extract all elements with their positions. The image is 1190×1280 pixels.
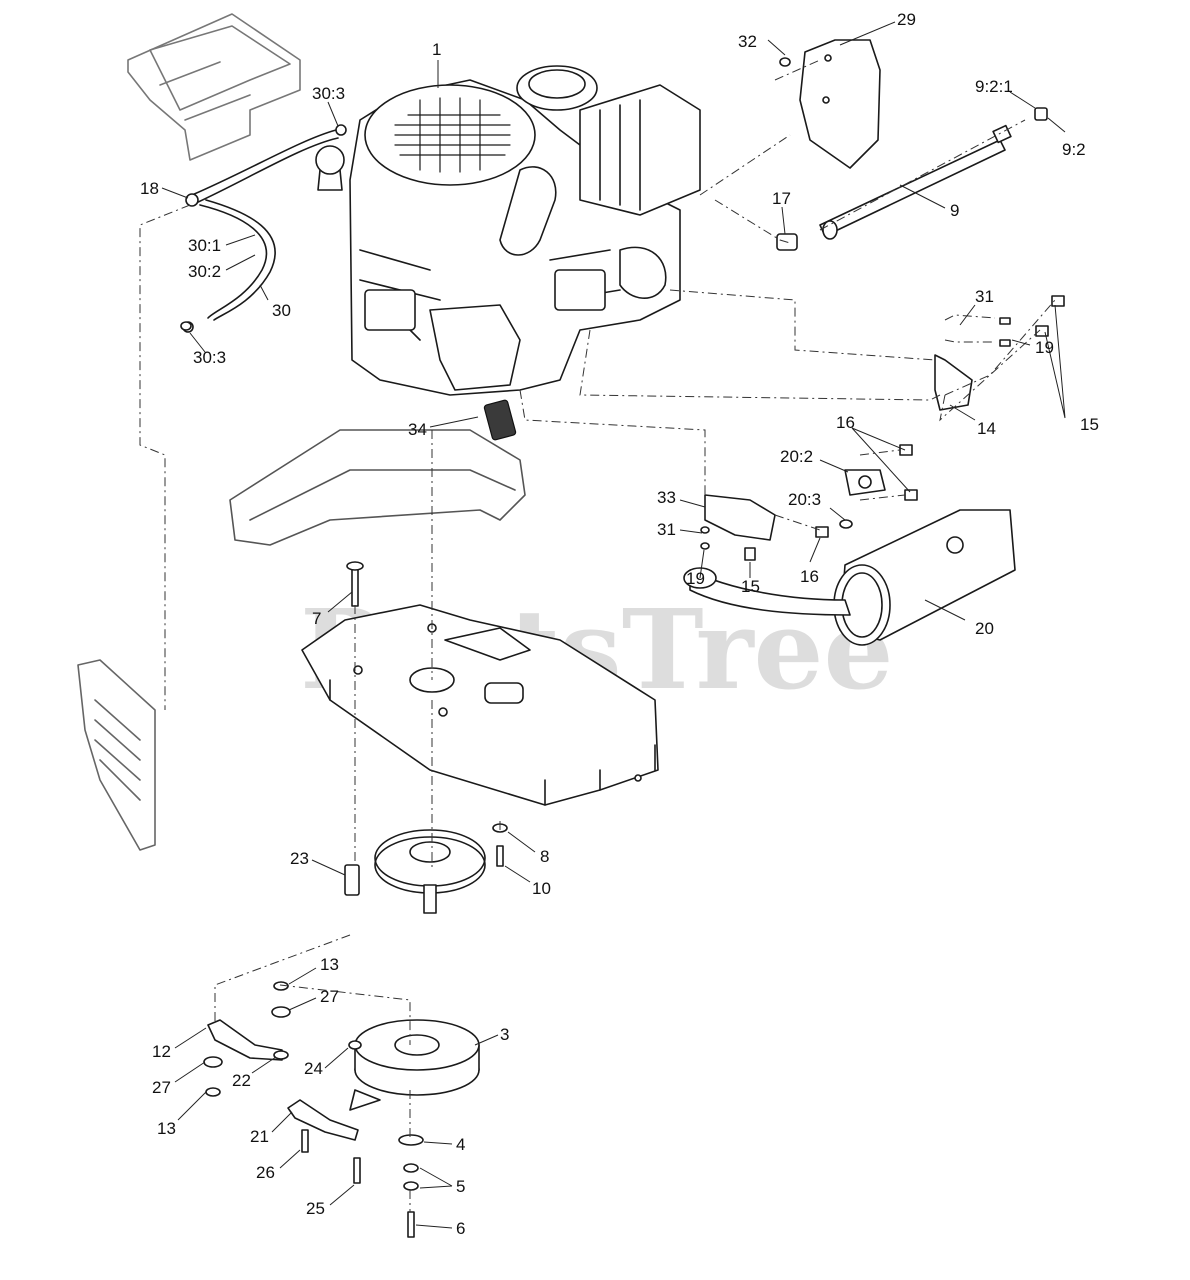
- callout-1: 1: [432, 40, 441, 59]
- callout-15-right: 15: [1080, 415, 1099, 434]
- callout-30-1: 30:1: [188, 236, 221, 255]
- callout-27-bottom: 27: [152, 1078, 171, 1097]
- hardware: [180, 57, 1065, 1238]
- muffler-20: [683, 509, 1016, 646]
- callout-8: 8: [540, 847, 549, 866]
- heat-shield: [799, 39, 881, 169]
- callout-31-right: 31: [975, 287, 994, 306]
- leader-lines: [161, 21, 1066, 1229]
- callout-22: 22: [232, 1071, 251, 1090]
- callout-16-top: 16: [836, 413, 855, 432]
- callout-20-2: 20:2: [780, 447, 813, 466]
- callout-31-left: 31: [657, 520, 676, 539]
- callout-17: 17: [772, 189, 791, 208]
- callout-12: 12: [152, 1042, 171, 1061]
- callout-30-3-top: 30:3: [312, 84, 345, 103]
- side-cover: [77, 659, 156, 851]
- callout-13-bottom: 13: [157, 1119, 176, 1138]
- callout-14: 14: [977, 419, 996, 438]
- muffler-bracket: [934, 354, 973, 411]
- callout-19-left: 19: [686, 569, 705, 588]
- callout-20: 20: [975, 619, 994, 638]
- callout-32: 32: [738, 32, 757, 51]
- callout-30-3-bottom: 30:3: [193, 348, 226, 367]
- hose-clamp: [335, 124, 347, 136]
- engine: [315, 65, 701, 396]
- bracket-33: [704, 494, 776, 541]
- pto-clutch: [349, 1019, 480, 1111]
- callout-16-bottom: 16: [800, 567, 819, 586]
- bracket-12: [207, 1019, 283, 1061]
- callout-6: 6: [456, 1219, 465, 1238]
- callout-5: 5: [456, 1177, 465, 1196]
- fuel-filter: [185, 193, 199, 207]
- gasket: [844, 469, 886, 496]
- engine-cover-plate: [229, 429, 526, 546]
- pulley: [374, 829, 486, 914]
- callout-19-right: 19: [1035, 338, 1054, 357]
- callout-9: 9: [950, 201, 959, 220]
- spacer-34: [483, 399, 517, 441]
- air-filter-cover: [516, 65, 598, 111]
- callout-20-3: 20:3: [788, 490, 821, 509]
- fuel-cap: [315, 145, 345, 175]
- callout-15-left: 15: [741, 577, 760, 596]
- callout-3: 3: [500, 1025, 509, 1044]
- engine-deck: [301, 604, 659, 806]
- callout-7: 7: [312, 609, 321, 628]
- callout-9-2: 9:2: [1062, 140, 1086, 159]
- callout-25: 25: [306, 1199, 325, 1218]
- callout-23: 23: [290, 849, 309, 868]
- upper-bracket: [127, 13, 301, 161]
- callout-29: 29: [897, 10, 916, 29]
- callout-21: 21: [250, 1127, 269, 1146]
- bracket-21: [287, 1099, 359, 1141]
- callout-13-top: 13: [320, 955, 339, 974]
- callout-18: 18: [140, 179, 159, 198]
- callout-26: 26: [256, 1163, 275, 1182]
- callout-labels: 1 30:3 18 30:1 30:2 30 30:3 34 32 29 9:2…: [140, 10, 1099, 1238]
- callout-24: 24: [304, 1059, 323, 1078]
- callout-9-2-1: 9:2:1: [975, 77, 1013, 96]
- callout-30: 30: [272, 301, 291, 320]
- callout-33: 33: [657, 488, 676, 507]
- assembly-lines: [139, 59, 1056, 1212]
- callout-34: 34: [408, 420, 427, 439]
- callout-27-top: 27: [320, 987, 339, 1006]
- callout-4: 4: [456, 1135, 465, 1154]
- callout-10: 10: [532, 879, 551, 898]
- callout-30-2: 30:2: [188, 262, 221, 281]
